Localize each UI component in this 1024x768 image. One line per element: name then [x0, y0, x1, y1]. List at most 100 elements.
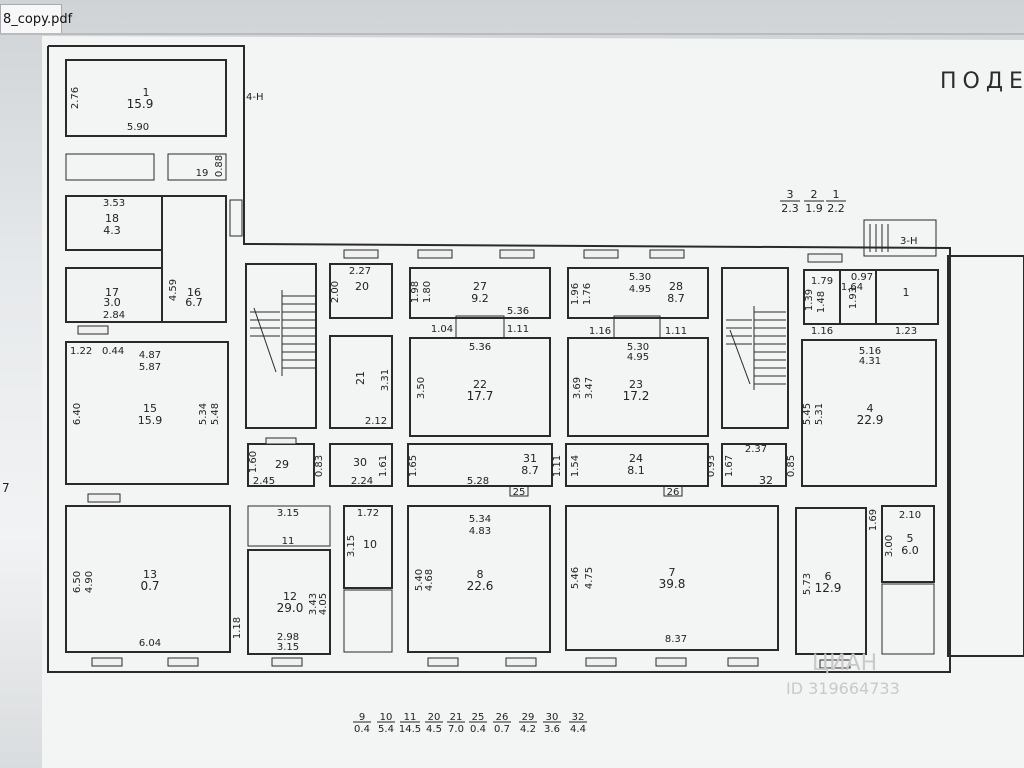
- room-4-d3: 5.45: [802, 403, 813, 425]
- room-1-note: 4-Н: [246, 92, 264, 103]
- room-29-d2: 2.45: [253, 476, 275, 487]
- room-27-number: 27: [473, 280, 487, 293]
- room-a-d7: 1.16: [811, 326, 833, 337]
- room-11-number: 11: [282, 536, 295, 547]
- room-27-d6: 5.36: [469, 342, 491, 353]
- room-5-d1: 2.10: [899, 510, 921, 521]
- room-28-area: 8.7: [667, 292, 685, 305]
- room-15-side1: 6.40: [72, 403, 83, 425]
- room-12-wall: [247, 549, 331, 655]
- room-13-d3: 6.04: [139, 638, 161, 649]
- room-12-d3: 2.98: [277, 632, 299, 643]
- room-10-wall: [343, 505, 393, 589]
- room-28-d4: 1.76: [582, 283, 593, 305]
- room-27-d5: 1.11: [507, 324, 529, 335]
- adjacent-building-wall: [947, 255, 1024, 657]
- room-18-area: 4.3: [103, 224, 121, 237]
- legend-bottom-num-7: 26: [496, 712, 509, 723]
- legend-bottom-area-2: 5.4: [378, 724, 394, 735]
- room-31-number: 31: [523, 452, 537, 465]
- room-26-wall: [663, 485, 683, 497]
- room-23-number: 23: [629, 378, 643, 391]
- room-25-wall: [509, 485, 529, 497]
- legend-bottom-area-1: 0.4: [354, 724, 370, 735]
- legend-bottom: 9 0.4 10 5.4 11 14.5 20 4.5 21 7.0 25 0.…: [353, 712, 587, 735]
- room-20-dim-top: 2.27: [349, 266, 371, 277]
- room-13-area: 0.7: [140, 579, 159, 593]
- room-1-right-wall: [875, 269, 939, 325]
- room-19-dim: 0.88: [214, 155, 225, 177]
- room-1-area: 15.9: [127, 97, 154, 111]
- room-4-wall: [801, 339, 937, 487]
- room-28-d2: 4.95: [629, 284, 651, 295]
- room-15-wall: [65, 341, 229, 485]
- room-23-d2: 4.95: [627, 352, 649, 363]
- room-24-d1: 1.54: [570, 455, 581, 477]
- room-15-side2: 5.34: [198, 403, 209, 425]
- room-31-d3: 1.11: [552, 455, 563, 477]
- legend-bottom-num-2: 10: [380, 712, 393, 723]
- room-28-d5: 1.16: [589, 326, 611, 337]
- room-7-area: 39.8: [659, 577, 686, 591]
- room-28-number: 28: [669, 280, 683, 293]
- passage-28-23: [613, 315, 661, 339]
- room-10-d1: 1.72: [357, 508, 379, 519]
- room-a-d8: 1.23: [895, 326, 917, 337]
- passage-27-22: [455, 315, 505, 339]
- room-13-d1: 6.50: [72, 571, 83, 593]
- room-a-d4: 1.39: [804, 289, 815, 311]
- room-27-area: 9.2: [471, 292, 489, 305]
- room-a-d1: 1.79: [811, 276, 833, 287]
- room-17-area: 3.0: [103, 296, 121, 309]
- legend-bottom-area-3: 14.5: [399, 724, 421, 735]
- legend-bottom-num-10: 32: [572, 712, 585, 723]
- room-13-wall: [65, 505, 231, 653]
- legend-bottom-area-9: 3.6: [544, 724, 560, 735]
- room-22-area: 17.7: [467, 389, 494, 403]
- room-27-wall: [409, 267, 551, 319]
- room-15-number: 15: [143, 402, 157, 415]
- room-31-d1: 1.65: [408, 455, 419, 477]
- porch-3-n: [863, 219, 937, 257]
- room-21-number: 21: [354, 371, 367, 385]
- room-1-number: 1: [143, 86, 150, 99]
- room-21-dim-bottom: 2.12: [365, 416, 387, 427]
- room-6-d2: 1.69: [868, 509, 879, 531]
- room-30-d1: 0.83: [314, 455, 325, 477]
- legend-bottom-area-5: 7.0: [448, 724, 464, 735]
- room-23-d4: 3.47: [584, 377, 595, 399]
- porch-steps: [869, 224, 889, 252]
- room-30-d3: 2.24: [351, 476, 373, 487]
- room-7-d1: 5.46: [570, 567, 581, 589]
- room-17-number: 17: [105, 286, 119, 299]
- room-25-number: 25: [513, 487, 526, 498]
- room-30-wall: [329, 443, 393, 487]
- room-21-wall: [329, 335, 393, 429]
- room-15-top3: 4.87: [139, 350, 161, 361]
- pdf-tab[interactable]: 8_copy.pdf: [0, 4, 72, 34]
- room-32-d2: 1.67: [724, 455, 735, 477]
- room-1-height: 2.76: [70, 87, 81, 109]
- legend-bottom-area-4: 4.5: [426, 724, 442, 735]
- legend-top-area-3: 2.2: [827, 202, 845, 215]
- room-12-d5: 1.18: [232, 617, 243, 639]
- room-28-wall: [567, 267, 709, 319]
- legend-top: 3 2.3 2 1.9 1 2.2: [780, 188, 846, 215]
- legend-bottom-num-1: 9: [359, 712, 365, 723]
- room-20-wall: [329, 263, 393, 319]
- room-10-d2: 3.15: [346, 535, 357, 557]
- room-27-d2: 1.80: [422, 281, 433, 303]
- room-16-wall: [161, 195, 227, 323]
- room-15-top1: 1.22: [70, 346, 92, 357]
- room-12-d4: 3.15: [277, 642, 299, 653]
- room-6-number: 6: [825, 570, 832, 583]
- room-12-d2: 4.05: [318, 593, 329, 615]
- legend-bottom-num-9: 30: [546, 712, 559, 723]
- room-8-d3: 5.40: [414, 569, 425, 591]
- legend-top-area-2: 1.9: [805, 202, 823, 215]
- room-32-number: 32: [759, 474, 773, 487]
- room-23-area: 17.2: [623, 389, 650, 403]
- room-a-d2: 1.64: [841, 282, 863, 293]
- room-4-area: 22.9: [857, 413, 884, 427]
- room-6-wall: [795, 507, 867, 655]
